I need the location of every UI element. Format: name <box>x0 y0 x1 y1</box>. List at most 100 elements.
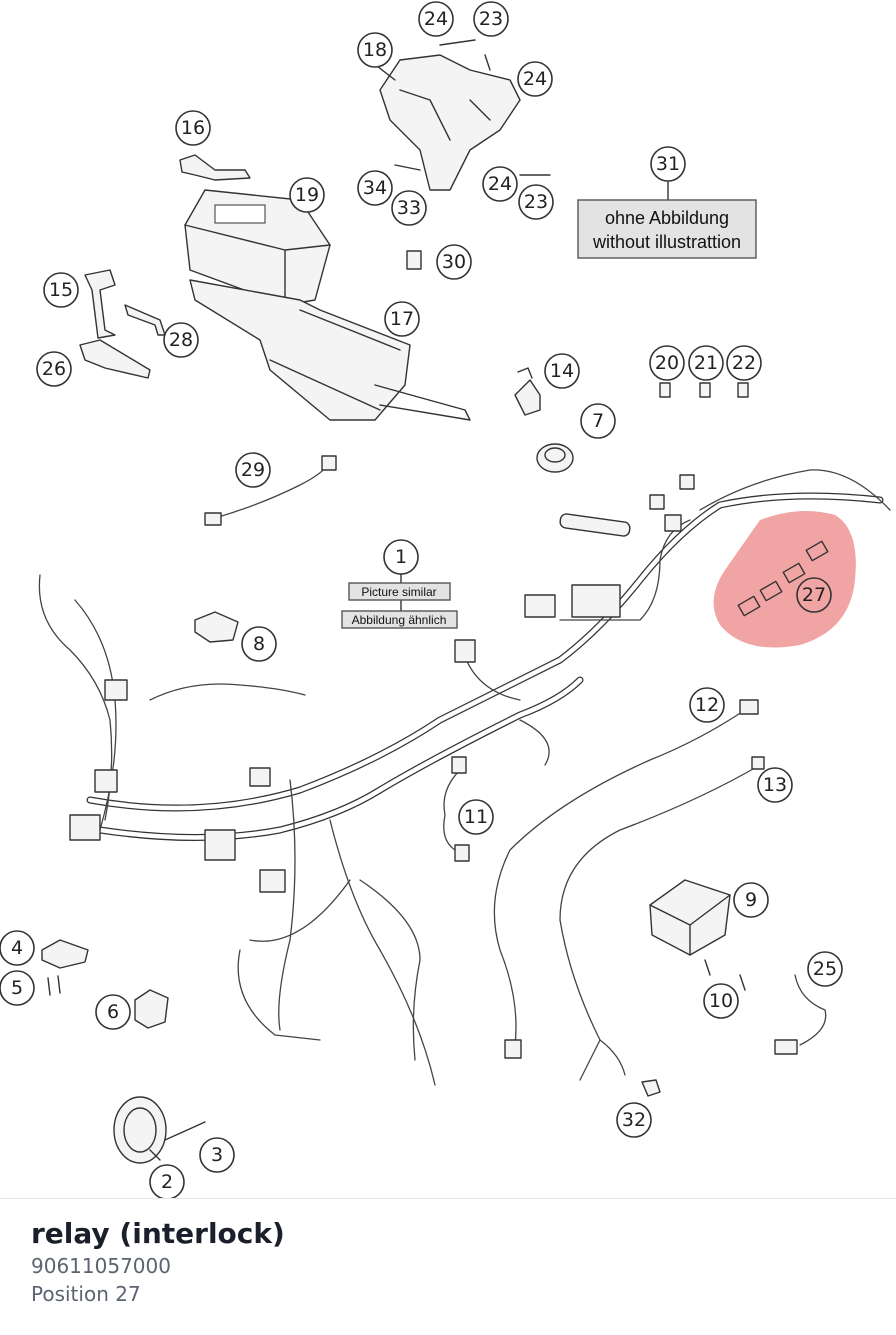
screws-5 <box>47 975 61 996</box>
svg-text:1: 1 <box>395 546 407 568</box>
svg-text:31: 31 <box>656 153 680 175</box>
callout-20[interactable]: 20 <box>649 345 685 381</box>
svg-text:7: 7 <box>592 410 604 432</box>
callout-10[interactable]: 10 <box>703 983 739 1019</box>
holder-15 <box>84 269 116 339</box>
svg-text:11: 11 <box>464 806 488 828</box>
callout-18[interactable]: 18 <box>357 32 393 68</box>
callout-16[interactable]: 16 <box>175 110 211 146</box>
callout-15[interactable]: 15 <box>43 272 79 308</box>
callout-13[interactable]: 13 <box>757 767 793 803</box>
svg-text:6: 6 <box>107 1001 119 1023</box>
svg-text:4: 4 <box>11 937 23 959</box>
callout-25[interactable]: 25 <box>807 951 843 987</box>
part-position: Position 27 <box>31 1282 141 1306</box>
exploded-parts-diagram: ohne Abbildung without illustrattion Pic… <box>0 1 891 1198</box>
svg-text:16: 16 <box>181 117 205 139</box>
svg-text:Abbildung ähnlich: Abbildung ähnlich <box>352 613 447 627</box>
callout-8[interactable]: 8 <box>241 626 277 662</box>
callout-3[interactable]: 3 <box>199 1137 235 1173</box>
callout-23-top[interactable]: 23 <box>473 1 509 37</box>
callout-26[interactable]: 26 <box>36 351 72 387</box>
svg-text:33: 33 <box>397 197 421 219</box>
callout-5[interactable]: 5 <box>0 970 35 1006</box>
callout-14[interactable]: 14 <box>544 353 580 389</box>
callout-24-right[interactable]: 24 <box>517 61 553 97</box>
relay-base-4 <box>41 939 89 969</box>
battery-strap <box>179 154 251 181</box>
callout-7[interactable]: 7 <box>580 403 616 439</box>
relay-highlight[interactable] <box>713 511 856 648</box>
callout-29[interactable]: 29 <box>235 452 271 488</box>
clip-30 <box>406 250 422 270</box>
callout-32[interactable]: 32 <box>616 1102 652 1138</box>
svg-text:18: 18 <box>363 39 387 61</box>
svg-text:24: 24 <box>488 173 512 195</box>
main-wiring-harness <box>38 469 891 1086</box>
svg-text:Picture similar: Picture similar <box>361 585 436 599</box>
svg-text:19: 19 <box>295 184 319 206</box>
svg-text:ohne Abbildung: ohne Abbildung <box>605 208 729 228</box>
battery <box>184 189 331 306</box>
cable-25 <box>774 974 827 1055</box>
cable-29 <box>204 455 337 526</box>
callout-21[interactable]: 21 <box>688 345 724 381</box>
fuses <box>659 382 749 398</box>
callout-24-bottom[interactable]: 24 <box>482 166 518 202</box>
callout-1[interactable]: 1 <box>383 539 419 575</box>
battery-tray <box>189 279 471 421</box>
svg-text:25: 25 <box>813 958 837 980</box>
holder-26 <box>79 339 151 379</box>
cable-12 <box>493 699 759 1059</box>
svg-text:24: 24 <box>523 68 547 90</box>
svg-text:20: 20 <box>655 352 679 374</box>
callout-4[interactable]: 4 <box>0 930 35 966</box>
svg-text:17: 17 <box>390 308 414 330</box>
callout-6[interactable]: 6 <box>95 994 131 1030</box>
svg-text:23: 23 <box>524 191 548 213</box>
bolt-32 <box>641 1079 661 1097</box>
svg-text:30: 30 <box>442 251 466 273</box>
part-info-panel: relay (interlock) 90611057000 Position 2… <box>31 1216 285 1308</box>
svg-text:8: 8 <box>253 633 265 655</box>
relay-8 <box>194 611 239 643</box>
svg-text:5: 5 <box>11 977 23 999</box>
callout-22[interactable]: 22 <box>726 345 762 381</box>
callout-31[interactable]: 31 <box>650 146 686 182</box>
svg-text:27: 27 <box>802 584 826 606</box>
svg-text:32: 32 <box>622 1109 646 1131</box>
svg-text:15: 15 <box>49 279 73 301</box>
fuse-box-bracket <box>379 39 551 191</box>
svg-text:29: 29 <box>241 459 265 481</box>
note-picture-similar: Picture similar Abbildung ähnlich <box>341 582 458 629</box>
svg-text:2: 2 <box>161 1171 173 1193</box>
svg-text:28: 28 <box>169 329 193 351</box>
callout-24-top[interactable]: 24 <box>418 1 454 37</box>
callout-23-bottom[interactable]: 23 <box>518 184 554 220</box>
svg-text:without illustrattion: without illustrattion <box>592 232 741 252</box>
part-name: relay (interlock) <box>31 1217 285 1250</box>
relays <box>737 540 829 617</box>
callout-2[interactable]: 2 <box>149 1164 185 1198</box>
callout-19[interactable]: 19 <box>289 177 325 213</box>
callout-9[interactable]: 9 <box>733 882 769 918</box>
svg-text:12: 12 <box>695 694 719 716</box>
callout-34[interactable]: 34 <box>357 170 393 206</box>
callout-27[interactable]: 27 <box>796 577 832 613</box>
regulator <box>649 879 746 991</box>
horn <box>113 1096 167 1164</box>
ignition-lock <box>514 367 541 416</box>
svg-text:21: 21 <box>694 352 718 374</box>
callout-11[interactable]: 11 <box>458 799 494 835</box>
callout-17[interactable]: 17 <box>384 301 420 337</box>
svg-text:10: 10 <box>709 990 733 1012</box>
note-no-illustration: ohne Abbildung without illustrattion <box>577 199 757 259</box>
svg-text:13: 13 <box>763 774 787 796</box>
relay-6 <box>134 989 169 1029</box>
cable-11 <box>443 756 470 862</box>
callout-28[interactable]: 28 <box>163 322 199 358</box>
callout-30[interactable]: 30 <box>436 244 472 280</box>
svg-text:9: 9 <box>745 889 757 911</box>
callout-33[interactable]: 33 <box>391 190 427 226</box>
callout-12[interactable]: 12 <box>689 687 725 723</box>
